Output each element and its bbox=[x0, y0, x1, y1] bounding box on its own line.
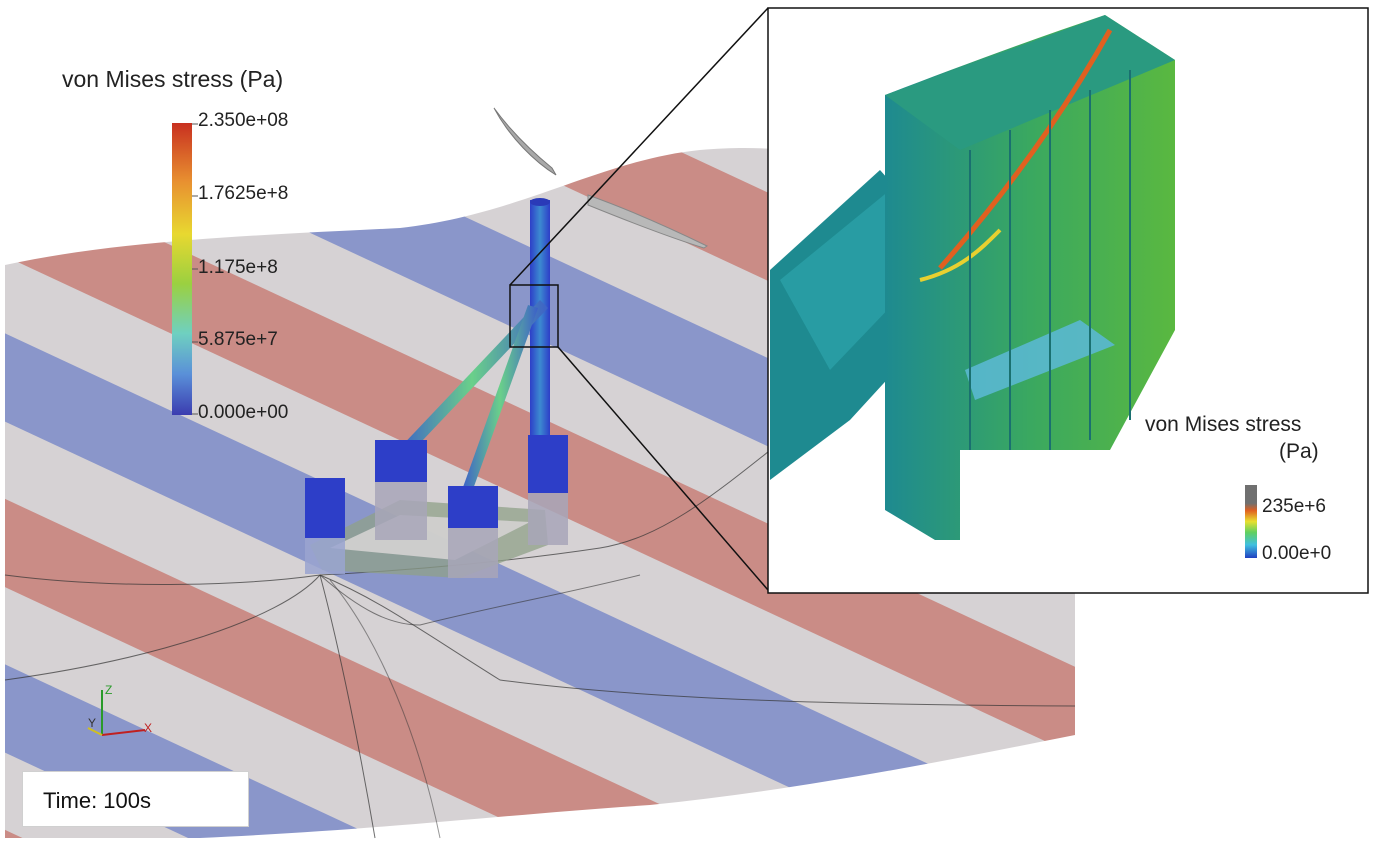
turbine-blade bbox=[493, 107, 557, 176]
column bbox=[528, 435, 568, 545]
turbine-blade bbox=[587, 194, 709, 249]
time-box: Time: 100s bbox=[22, 771, 249, 827]
column bbox=[305, 478, 345, 574]
inset-legend-title: von Mises stress bbox=[1145, 413, 1302, 436]
main-legend-tick: 2.350e+08 bbox=[198, 110, 289, 131]
mesh-line bbox=[319, 574, 376, 839]
mesh-line bbox=[329, 579, 441, 839]
mesh-line bbox=[319, 574, 1076, 707]
inset-legend-tick: 0.00e+0 bbox=[1262, 543, 1332, 564]
time-label: Time: 100s bbox=[43, 788, 152, 813]
main-color-bar bbox=[172, 123, 192, 415]
axis-x-label: X bbox=[144, 721, 153, 735]
axis-triad bbox=[87, 690, 146, 736]
main-legend-tick: 1.175e+8 bbox=[198, 257, 278, 278]
main-color-bar-ticks bbox=[192, 123, 198, 415]
inset-structure bbox=[770, 15, 1175, 540]
brace bbox=[462, 305, 538, 492]
inset-legend-unit: (Pa) bbox=[1279, 440, 1319, 463]
main-legend-tick: 5.875e+7 bbox=[198, 329, 278, 350]
turbine-tower bbox=[530, 200, 550, 455]
zoom-box bbox=[509, 284, 559, 348]
mesh-line bbox=[319, 574, 641, 626]
axis-y-label: Y bbox=[88, 716, 97, 730]
main-legend-tick: 1.7625e+8 bbox=[198, 183, 289, 204]
inset-legend-tick: 235e+6 bbox=[1262, 496, 1326, 517]
main-legend-title: von Mises stress (Pa) bbox=[62, 66, 284, 92]
mesh-line bbox=[4, 574, 321, 681]
main-legend-tick: 0.000e+00 bbox=[198, 402, 289, 423]
axis-z-label: Z bbox=[105, 683, 113, 697]
inset-color-bar bbox=[1245, 485, 1257, 558]
column bbox=[448, 486, 498, 578]
column bbox=[375, 440, 427, 540]
